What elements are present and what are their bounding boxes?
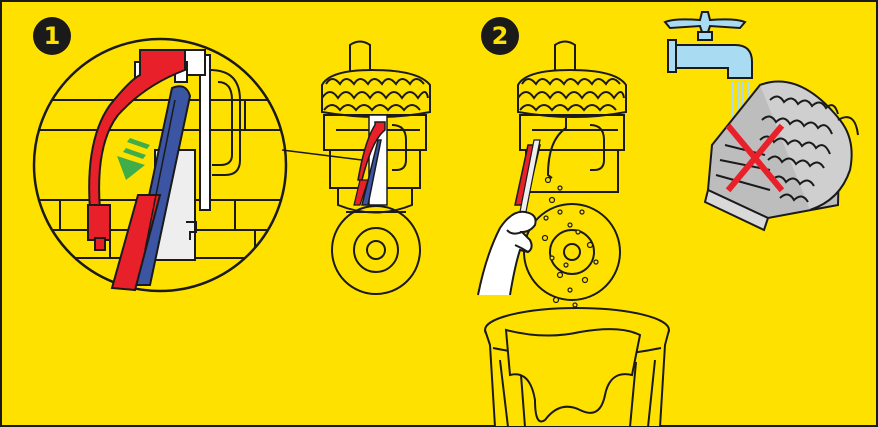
hand-icon bbox=[477, 210, 537, 296]
brush-tool-icon bbox=[514, 139, 541, 223]
zoom-leader-line bbox=[281, 149, 363, 161]
step-1-number: 1 bbox=[44, 22, 61, 50]
filter-cartridge bbox=[703, 80, 859, 232]
step-2-badge-icon: 2 bbox=[481, 17, 519, 55]
brush-tool-icon bbox=[110, 85, 192, 292]
tap-icon bbox=[663, 11, 753, 79]
prohibited-cross-icon bbox=[725, 123, 785, 193]
zoom-detail-circle bbox=[32, 37, 288, 293]
vacuum-unit-step-2 bbox=[517, 40, 627, 301]
step-1-badge-icon: 1 bbox=[33, 17, 71, 55]
down-arrow-icon bbox=[117, 138, 150, 180]
trash-bin-icon bbox=[484, 307, 670, 427]
step-2-number: 2 bbox=[492, 22, 509, 50]
